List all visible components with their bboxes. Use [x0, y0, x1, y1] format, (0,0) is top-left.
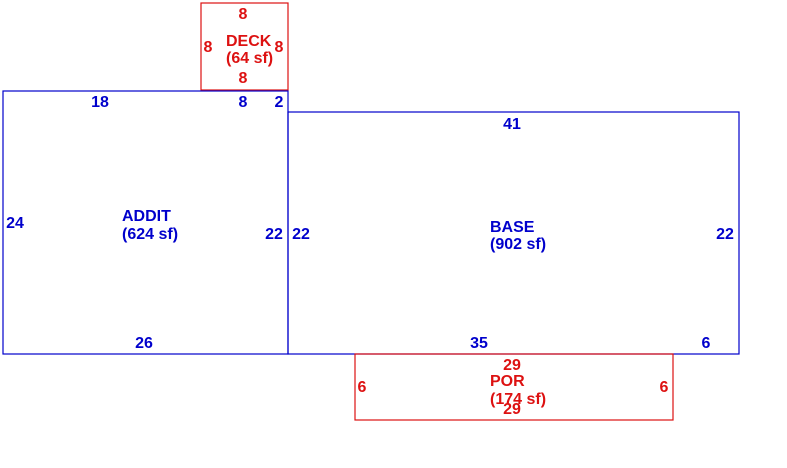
addit-dim-right: 22: [265, 226, 283, 243]
addit-dim-left: 24: [6, 215, 24, 232]
deck-dim-right: 8: [275, 39, 284, 56]
deck-area-value: (64 sf): [226, 50, 273, 67]
addit-area-value: (624 sf): [122, 226, 178, 243]
base-dim-bottom-right: 6: [702, 335, 711, 352]
deck-label: DECK: [226, 33, 272, 50]
por-outline: [354, 353, 674, 421]
por-area-value: (174 sf): [490, 391, 546, 408]
por-dim-top: 29: [503, 357, 521, 374]
por-dim-bottom: 29: [503, 401, 521, 418]
deck-dim-top: 8: [239, 6, 248, 23]
base-label: BASE: [490, 219, 535, 236]
addit-dim-top-corner: 2: [275, 94, 284, 111]
por-area: 29 6 6 POR (174 sf) 29: [354, 353, 674, 421]
addit-dim-top: 18: [91, 94, 109, 111]
por-label: POR: [490, 373, 525, 390]
addit-dim-top-right: 8: [239, 94, 248, 111]
addit-dim-bottom: 26: [135, 335, 153, 352]
addit-area: 18 8 2 24 22 26 ADDIT (624 sf): [2, 90, 289, 355]
por-dim-right: 6: [660, 379, 669, 396]
base-area: 41 22 22 35 6 BASE (902 sf): [287, 111, 740, 355]
deck-dim-left: 8: [204, 39, 213, 56]
deck-dim-bottom: 8: [239, 70, 248, 87]
deck-outline: [200, 2, 289, 91]
addit-label: ADDIT: [122, 208, 171, 225]
por-dim-left: 6: [358, 379, 367, 396]
base-area-value: (902 sf): [490, 236, 546, 253]
base-dim-bottom: 35: [470, 335, 488, 352]
base-dim-right: 22: [716, 226, 734, 243]
deck-area: 8 8 8 8 DECK (64 sf): [200, 2, 289, 91]
base-dim-left: 22: [292, 226, 310, 243]
base-dim-top: 41: [503, 116, 521, 133]
